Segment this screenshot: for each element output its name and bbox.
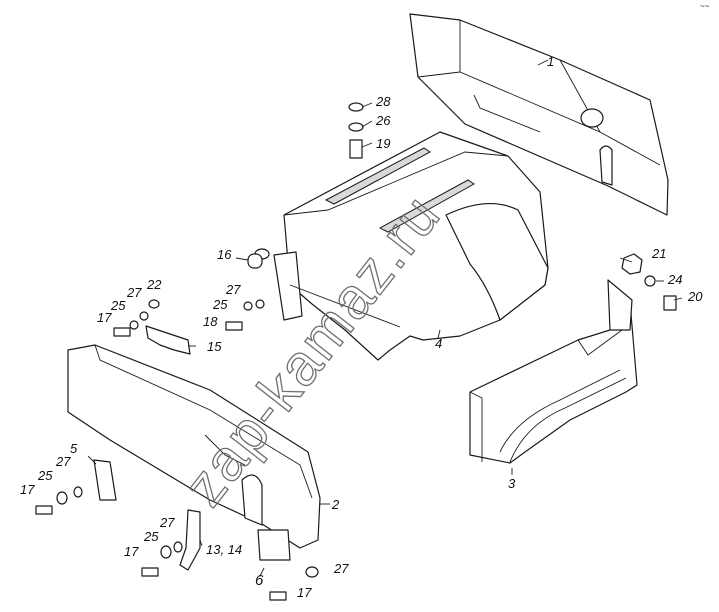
label-part-17-d: 17 bbox=[297, 585, 312, 600]
label-part-24: 24 bbox=[667, 272, 682, 287]
label-part-16: 16 bbox=[217, 247, 232, 262]
label-part-1: 1 bbox=[547, 54, 554, 69]
bracket-13-14[interactable] bbox=[179, 509, 201, 571]
part-2-left-panel[interactable] bbox=[67, 344, 321, 549]
label-part-21: 21 bbox=[651, 246, 666, 261]
plate-6[interactable] bbox=[257, 529, 291, 561]
fastener-group-bottom-right[interactable] bbox=[269, 566, 319, 601]
label-part-17-b: 17 bbox=[20, 482, 35, 497]
label-part-27-a: 27 bbox=[126, 285, 142, 300]
label-part-20: 20 bbox=[687, 289, 703, 304]
callout-labels: 1 2 3 4 5 6 13, 14 15 16 17 17 17 17 18 … bbox=[20, 2, 710, 600]
label-part-28: 28 bbox=[375, 94, 391, 109]
label-part-25-a: 25 bbox=[110, 298, 126, 313]
label-part-27-d: 27 bbox=[159, 515, 175, 530]
label-part-27-c: 27 bbox=[55, 454, 71, 469]
label-part-17-a: 17 bbox=[97, 310, 112, 325]
fastener-group-left-upper[interactable] bbox=[113, 299, 160, 337]
bracket-15[interactable] bbox=[145, 325, 191, 355]
part-1-upper-panel[interactable] bbox=[409, 13, 669, 216]
label-part-3: 3 bbox=[508, 476, 516, 491]
leader-lines bbox=[87, 59, 683, 577]
spacer-16[interactable] bbox=[247, 248, 270, 269]
label-part-17-c: 17 bbox=[124, 544, 139, 559]
label-part-27-e: 27 bbox=[333, 561, 349, 576]
label-part-22: 22 bbox=[146, 277, 162, 292]
label-part-6: 6 bbox=[255, 572, 264, 589]
fastener-group-left-lower[interactable] bbox=[35, 486, 83, 515]
label-part-5: 5 bbox=[70, 441, 78, 456]
corner-mark: ~~ bbox=[700, 2, 710, 11]
fastener-group-bottom[interactable] bbox=[141, 541, 183, 577]
fastener-group-center[interactable] bbox=[225, 299, 265, 331]
label-part-2: 2 bbox=[331, 497, 340, 512]
plate-5[interactable] bbox=[93, 459, 117, 501]
label-part-4: 4 bbox=[435, 336, 442, 351]
label-part-26: 26 bbox=[375, 113, 391, 128]
part-3-right-panel[interactable] bbox=[469, 279, 638, 464]
label-part-25-d: 25 bbox=[143, 529, 159, 544]
fastener-21-24-20[interactable] bbox=[621, 253, 677, 311]
label-part-18: 18 bbox=[203, 314, 218, 329]
label-part-27-b: 27 bbox=[225, 282, 241, 297]
label-part-13-14: 13, 14 bbox=[206, 542, 242, 557]
label-part-25-c: 25 bbox=[37, 468, 53, 483]
label-part-25-b: 25 bbox=[212, 297, 228, 312]
label-part-15: 15 bbox=[207, 339, 222, 354]
part-4-cover[interactable] bbox=[273, 131, 549, 361]
label-part-19: 19 bbox=[376, 136, 390, 151]
fastener-28-26-19[interactable] bbox=[348, 102, 364, 159]
